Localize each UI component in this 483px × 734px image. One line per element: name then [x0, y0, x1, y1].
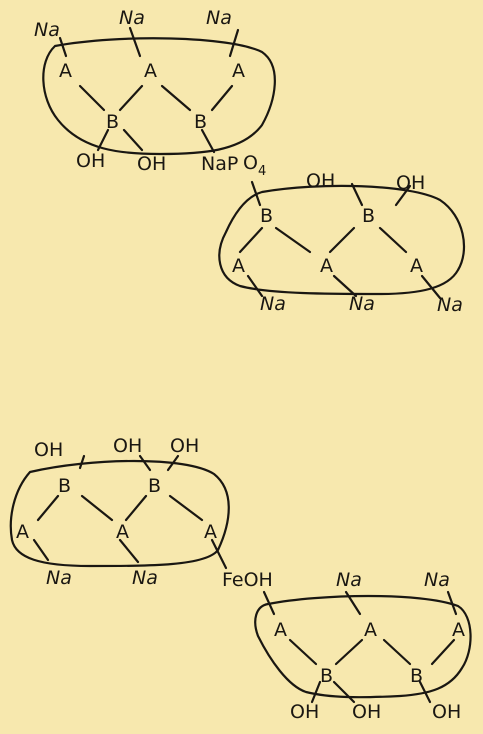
molecule-1-bond [200, 128, 216, 154]
molecule-3-bond [36, 494, 60, 522]
molecule-2-bond [350, 182, 364, 207]
molecule-4-oh-label: OH [432, 701, 461, 723]
molecule-2-bond [378, 226, 408, 254]
molecule-1-a-label: A [59, 60, 72, 82]
molecule-4-bond [334, 638, 364, 666]
linker-nap-label: NaP [201, 153, 238, 175]
molecule-1-bond [128, 26, 142, 58]
molecule-2-a-label: A [232, 255, 245, 277]
molecule-4-na-label: Na [336, 569, 362, 591]
molecule-1-na-label: Na [206, 7, 232, 29]
molecule-3-bond [118, 538, 140, 564]
molecule-2-bond [238, 226, 264, 254]
molecule-2-bond [246, 274, 264, 298]
molecule-2-ring [218, 184, 466, 296]
molecule-4-a-label: A [274, 619, 287, 641]
molecule-1-b-label: B [106, 111, 119, 133]
linker-ferric-hydroxide-label: FeOH [222, 569, 273, 591]
molecule-4-bond [446, 590, 458, 616]
molecule-3-a-label: A [204, 521, 217, 543]
molecule-4-bond [332, 680, 356, 704]
molecule-1-bond [228, 28, 240, 58]
molecule-3-bond [210, 538, 228, 570]
molecule-4-bond [430, 638, 456, 666]
molecule-1-bond [96, 128, 110, 152]
molecule-3-oh-label: OH [34, 439, 63, 461]
molecule-4-b-label: B [410, 665, 423, 687]
molecule-3-b-label: B [148, 475, 161, 497]
molecule-4-bond [418, 680, 432, 704]
molecule-4-ring [254, 594, 472, 699]
molecule-3-bond [166, 454, 180, 472]
molecule-1-bond [78, 84, 106, 112]
molecule-1-bond [58, 36, 68, 58]
molecule-4-bond [310, 680, 322, 704]
molecule-1-oh-label: OH [76, 150, 105, 172]
molecule-2: OH OH B B A A A Na Na Na [218, 170, 466, 316]
molecule-2-bond [332, 274, 358, 298]
linker-o-label: O [243, 152, 258, 174]
molecule-1-bond [160, 84, 192, 112]
molecule-2-bond [250, 180, 262, 207]
molecule-1-bond [122, 128, 144, 152]
molecule-2-a-label: A [410, 255, 423, 277]
molecule-1-b-label: B [194, 111, 207, 133]
molecule-2-bond [420, 274, 442, 300]
molecule-4-oh-label: OH [352, 701, 381, 723]
molecule-4-bond [288, 638, 318, 666]
molecule-3-na-label: Na [132, 567, 158, 589]
molecule-1-a-label: A [232, 60, 245, 82]
molecule-2-a-label: A [320, 255, 333, 277]
molecule-2-na-label: Na [260, 293, 286, 315]
molecule-3-a-label: A [16, 521, 29, 543]
molecule-4-a-label: A [364, 619, 377, 641]
molecule-3-oh-label: OH [170, 435, 199, 457]
molecule-4: Na Na A A A B B OH OH OH [254, 569, 472, 723]
molecule-2-na-label: Na [349, 293, 375, 315]
molecule-3: OH OH OH B B A A A Na Na FeOH [9, 435, 273, 591]
molecule-4-bond [382, 638, 412, 666]
molecule-1-bond [210, 84, 234, 112]
molecule-2-b-label: B [260, 205, 273, 227]
molecule-3-a-label: A [116, 521, 129, 543]
molecule-3-bond [124, 494, 148, 522]
linker-subscript-label: 4 [258, 164, 266, 179]
linker-sodium-phosphate: NaP O 4 [201, 152, 266, 179]
molecule-2-oh-label: OH [396, 172, 425, 194]
molecule-4-b-label: B [320, 665, 333, 687]
molecule-2-bond [274, 226, 312, 254]
molecule-3-bond [78, 454, 86, 470]
molecule-2-bond [328, 226, 356, 254]
molecule-4-oh-label: OH [290, 701, 319, 723]
molecule-1-na-label: Na [119, 7, 145, 29]
molecule-2-b-label: B [362, 205, 375, 227]
molecule-3-bond [168, 494, 204, 522]
molecule-4-bond [262, 590, 276, 616]
molecule-1-oh-label: OH [137, 153, 166, 175]
molecule-2-bond [394, 184, 412, 207]
molecule-3-na-label: Na [46, 567, 72, 589]
molecule-3-b-label: B [58, 475, 71, 497]
molecule-4-a-label: A [452, 619, 465, 641]
molecule-1-ring [42, 37, 276, 156]
molecule-3-bond [80, 494, 114, 522]
molecule-1-a-label: A [144, 60, 157, 82]
molecule-3-bond [32, 538, 50, 562]
molecule-2-oh-label: OH [306, 170, 335, 192]
molecule-1: Na Na Na A A A B B OH OH NaP O 4 [34, 7, 276, 179]
molecule-3-oh-label: OH [113, 435, 142, 457]
molecule-2-na-label: Na [437, 294, 463, 316]
molecule-4-bond [344, 590, 362, 616]
molecule-4-na-label: Na [424, 569, 450, 591]
molecule-1-bond [118, 84, 144, 112]
molecule-1-na-label: Na [34, 19, 60, 41]
molecule-3-bond [138, 454, 152, 472]
